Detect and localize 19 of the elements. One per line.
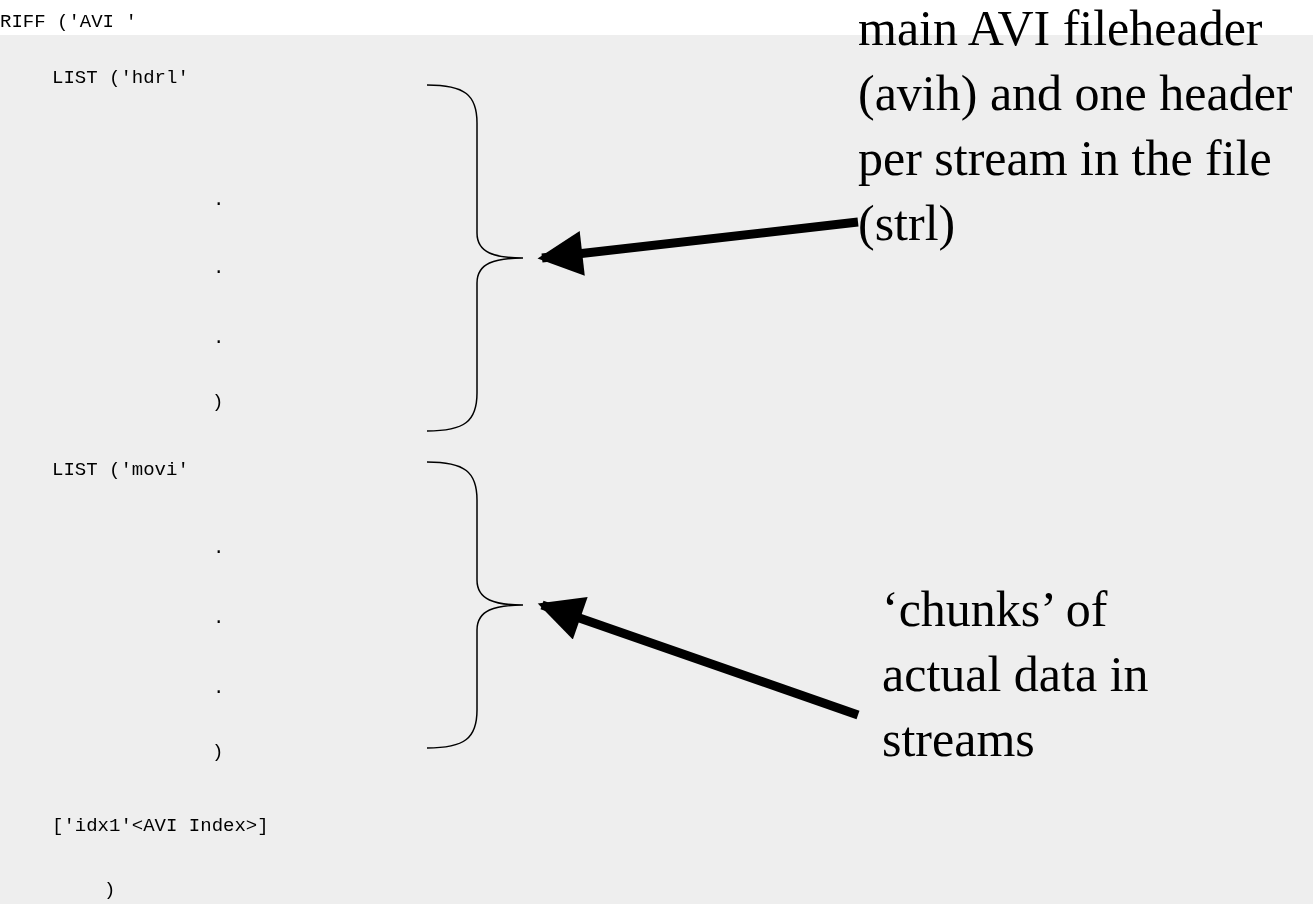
code-line: ) xyxy=(212,390,224,414)
arrow xyxy=(537,597,860,720)
arrow xyxy=(537,217,859,276)
code-line: ['idx1'<AVI Index>] xyxy=(52,814,269,838)
code-line: . xyxy=(213,188,225,212)
code-line: . xyxy=(213,606,225,630)
annotation-text: main AVI fileheader (avih) and one header per stream in the file (strl) xyxy=(858,0,1313,326)
code-line: LIST ('movi' xyxy=(52,458,189,482)
brace-symbol xyxy=(425,460,525,750)
code-line: RIFF ('AVI ' xyxy=(0,10,137,34)
code-line: . xyxy=(213,326,225,350)
code-line: . xyxy=(213,676,225,700)
annotation-text: ‘chunks’ of actual data in streams xyxy=(882,577,1212,792)
code-line: ) xyxy=(104,878,116,902)
code-line: . xyxy=(213,256,225,280)
code-line: ) xyxy=(212,740,224,764)
brace-symbol xyxy=(425,83,525,433)
code-line: LIST ('hdrl' xyxy=(52,66,189,90)
code-line: . xyxy=(213,536,225,560)
